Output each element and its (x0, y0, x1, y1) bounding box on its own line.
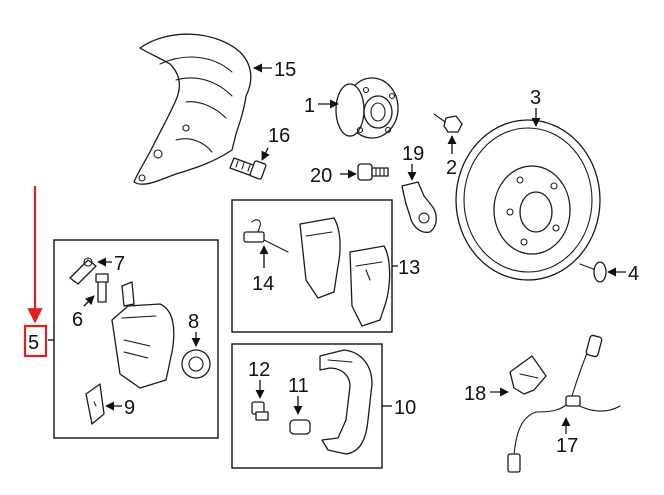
wheel-hub-part (318, 77, 399, 139)
rotor-screw-part (433, 113, 463, 154)
callout-7: 7 (114, 253, 125, 275)
caliper-part (111, 281, 175, 389)
leader-6 (83, 295, 95, 307)
callout-10: 10 (394, 397, 416, 419)
piston-seal-part (181, 332, 211, 379)
callout-5: 5 (28, 332, 39, 354)
splash-shield-part (133, 33, 272, 185)
callout-11: 11 (288, 375, 309, 397)
caliper-bracket-part (319, 349, 373, 455)
callout-3: 3 (530, 87, 541, 109)
caliper-bolt-part (251, 380, 269, 421)
callout-15: 15 (274, 59, 296, 81)
callout-4: 4 (628, 263, 639, 285)
callout-12: 12 (248, 359, 270, 381)
speed-sensor-part (401, 164, 437, 233)
guide-pin-part (289, 396, 311, 435)
callout-20: 20 (310, 165, 332, 187)
dust-cap-part (85, 383, 122, 425)
brake-rotor-part (455, 108, 601, 281)
callout-13: 13 (398, 257, 420, 279)
hose-bracket-part (490, 355, 547, 397)
callout-2: 2 (446, 157, 457, 179)
shield-bolt-part (229, 147, 270, 180)
leader-16 (261, 147, 270, 161)
rotor-bolt-part (579, 261, 626, 283)
wear-sensor-part (243, 219, 289, 268)
brake-pads-part (299, 217, 391, 327)
brake-hose-part (507, 334, 621, 473)
highlight-box (23, 324, 48, 358)
bleeder-screw-part (69, 257, 112, 285)
callout-18: 18 (464, 383, 486, 405)
callout-17: 17 (556, 435, 578, 457)
hub-bolt-part (340, 163, 389, 181)
cap-screw-part (83, 273, 109, 307)
caliper-assembly-box (53, 239, 219, 439)
callout-14: 14 (252, 273, 274, 295)
callout-6: 6 (72, 309, 83, 331)
callout-19: 19 (402, 143, 424, 165)
callout-9: 9 (124, 397, 135, 419)
callout-16: 16 (268, 125, 290, 147)
callout-8: 8 (188, 311, 199, 333)
callout-1: 1 (304, 95, 315, 117)
